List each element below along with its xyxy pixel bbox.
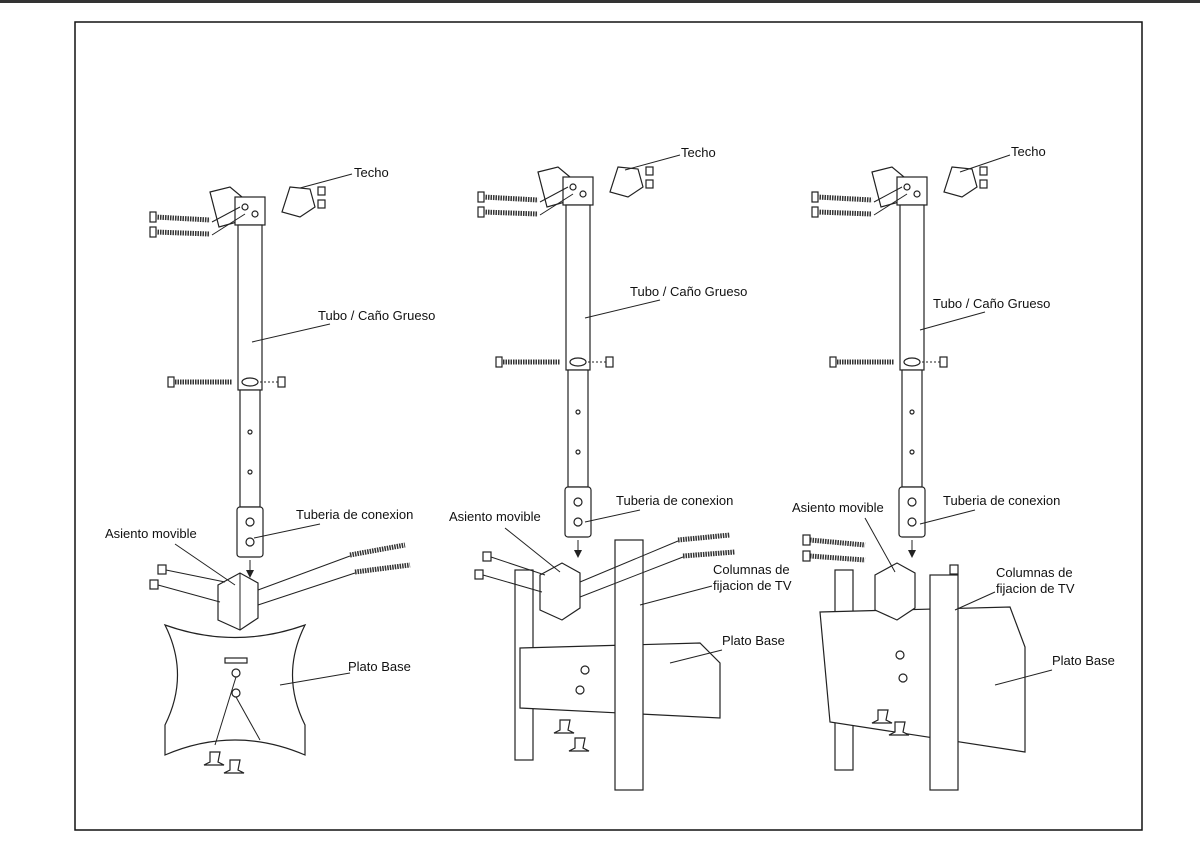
scan-top-edge [0,0,1200,3]
label-columnas-1: Columnas de [996,565,1073,580]
label-plato: Plato Base [722,633,785,648]
label-columnas-2: fijacion de TV [996,581,1075,596]
label-tuberia: Tuberia de conexion [616,493,733,508]
label-asiento: Asiento movible [449,509,541,524]
label-asiento: Asiento movible [105,526,197,541]
label-tubo: Tubo / Caño Grueso [933,296,1050,311]
label-plato: Plato Base [348,659,411,674]
label-plato: Plato Base [1052,653,1115,668]
label-columnas-1: Columnas de [713,562,790,577]
base-plate [819,606,1026,753]
movable-seat [874,562,916,621]
label-techo: Techo [681,145,716,160]
panel-3: Techo Tubo / Caño Grueso Tuberia de cone… [792,144,1115,791]
label-techo: Techo [1011,144,1046,159]
label-techo: Techo [354,165,389,180]
tv-column-right [929,574,959,791]
label-tuberia: Tuberia de conexion [296,507,413,522]
label-tubo: Tubo / Caño Grueso [630,284,747,299]
movable-seat [217,572,259,631]
panel-1: Techo Tubo / Caño Grueso Tuberia de cone… [105,165,435,774]
panel-2: Techo Tubo / Caño Grueso Tuberia de cone… [449,145,792,791]
movable-seat [539,562,581,621]
label-asiento: Asiento movible [792,500,884,515]
frame-border [74,21,1143,831]
label-columnas-2: fijacion de TV [713,578,792,593]
label-tubo: Tubo / Caño Grueso [318,308,435,323]
label-tuberia: Tuberia de conexion [943,493,1060,508]
